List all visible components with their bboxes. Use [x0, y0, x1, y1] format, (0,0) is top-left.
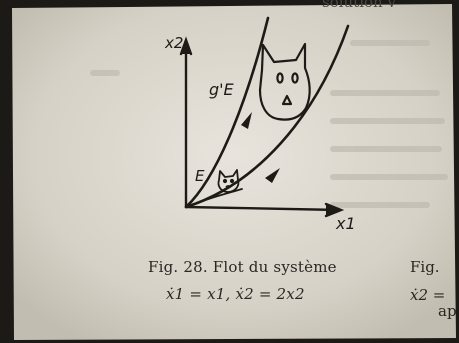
side-caption-fragment: ap — [438, 302, 459, 320]
side-caption: Fig. ẋ2 = ap — [410, 258, 459, 320]
caption-title: Fig. 28. Flot du système — [148, 258, 378, 276]
y-axis-label: x2 — [165, 34, 183, 52]
figure-caption: Fig. 28. Flot du système ẋ1 = x1, ẋ2 = 2… — [148, 258, 378, 303]
top-partial-text: solution v — [322, 0, 396, 11]
side-caption-title: Fig. — [410, 258, 440, 276]
x-axis-label: x1 — [336, 214, 356, 233]
upper-curve-label: g'E — [209, 80, 234, 99]
caption-equation: ẋ1 = x1, ẋ2 = 2x2 — [148, 285, 378, 303]
lower-curve-label: E — [195, 167, 204, 185]
